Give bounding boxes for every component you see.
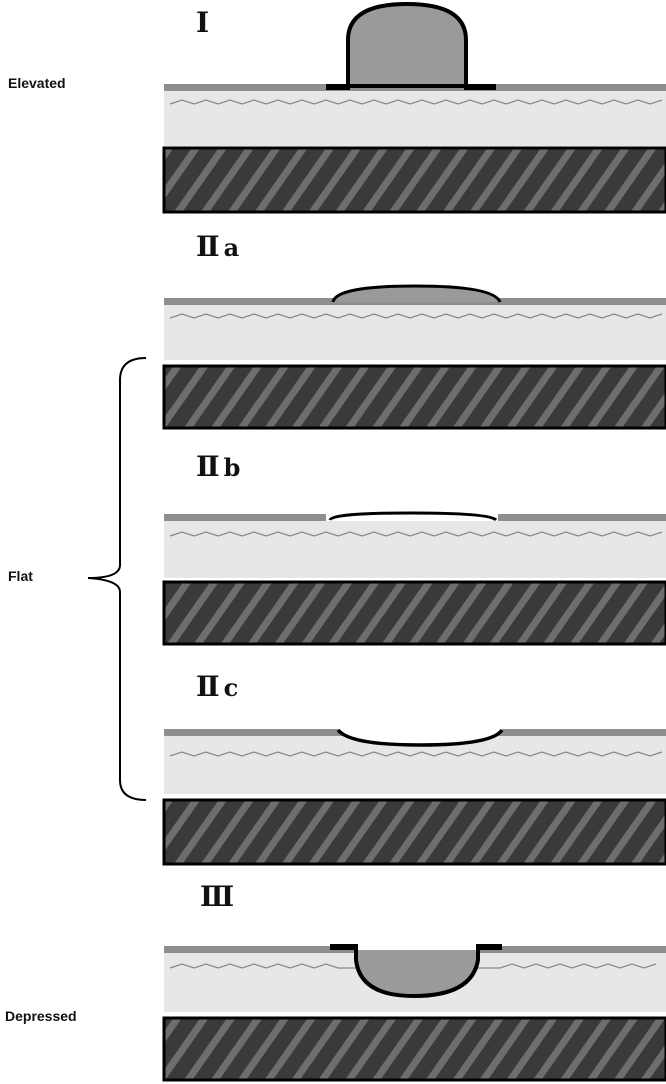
muscle-layer	[162, 146, 666, 214]
mucosa-layer	[164, 520, 666, 578]
muscularis-mucosae-line	[169, 963, 657, 969]
type-IIb-lesion	[328, 511, 498, 522]
flat-label: Flat	[8, 568, 33, 584]
type-IIb-suffix: b	[223, 453, 242, 482]
mucosa-layer	[164, 88, 666, 146]
type-IIa-numeral: Ⅱ	[196, 230, 221, 263]
type-III-label: Ⅲ	[200, 880, 238, 913]
muscularis-mucosae-line	[169, 751, 663, 757]
type-IIb-section	[162, 511, 666, 646]
type-IIa-lesion	[333, 286, 500, 302]
muscularis-mucosae-line	[169, 531, 663, 537]
type-I-numeral: Ⅰ	[196, 6, 211, 39]
type-IIa-suffix: a	[223, 233, 241, 262]
type-IIc-section	[162, 728, 666, 866]
type-IIc-suffix: c	[223, 673, 240, 702]
muscle-layer	[162, 364, 666, 430]
mucosa-layer	[164, 302, 666, 360]
muscularis-mucosae-line	[169, 313, 663, 319]
type-IIc-lesion	[336, 728, 504, 747]
elevated-label: Elevated	[8, 75, 66, 91]
type-III-numeral: Ⅲ	[200, 880, 236, 913]
type-III-section	[162, 944, 666, 1082]
type-III-lesion	[354, 946, 480, 999]
type-I-label: Ⅰ	[196, 6, 213, 39]
type-IIb-numeral: Ⅱ	[196, 450, 221, 483]
type-IIc-numeral: Ⅱ	[196, 670, 221, 703]
muscle-layer	[162, 580, 666, 646]
muscularis-mucosae-line	[169, 99, 663, 105]
flat-bracket	[87, 357, 147, 801]
depressed-label: Depressed	[5, 1008, 77, 1024]
type-I-lesion	[346, 1, 468, 88]
type-I-section	[162, 1, 666, 214]
muscle-layer	[162, 1016, 666, 1082]
muscle-layer	[162, 798, 666, 866]
type-IIa-section	[162, 284, 666, 430]
